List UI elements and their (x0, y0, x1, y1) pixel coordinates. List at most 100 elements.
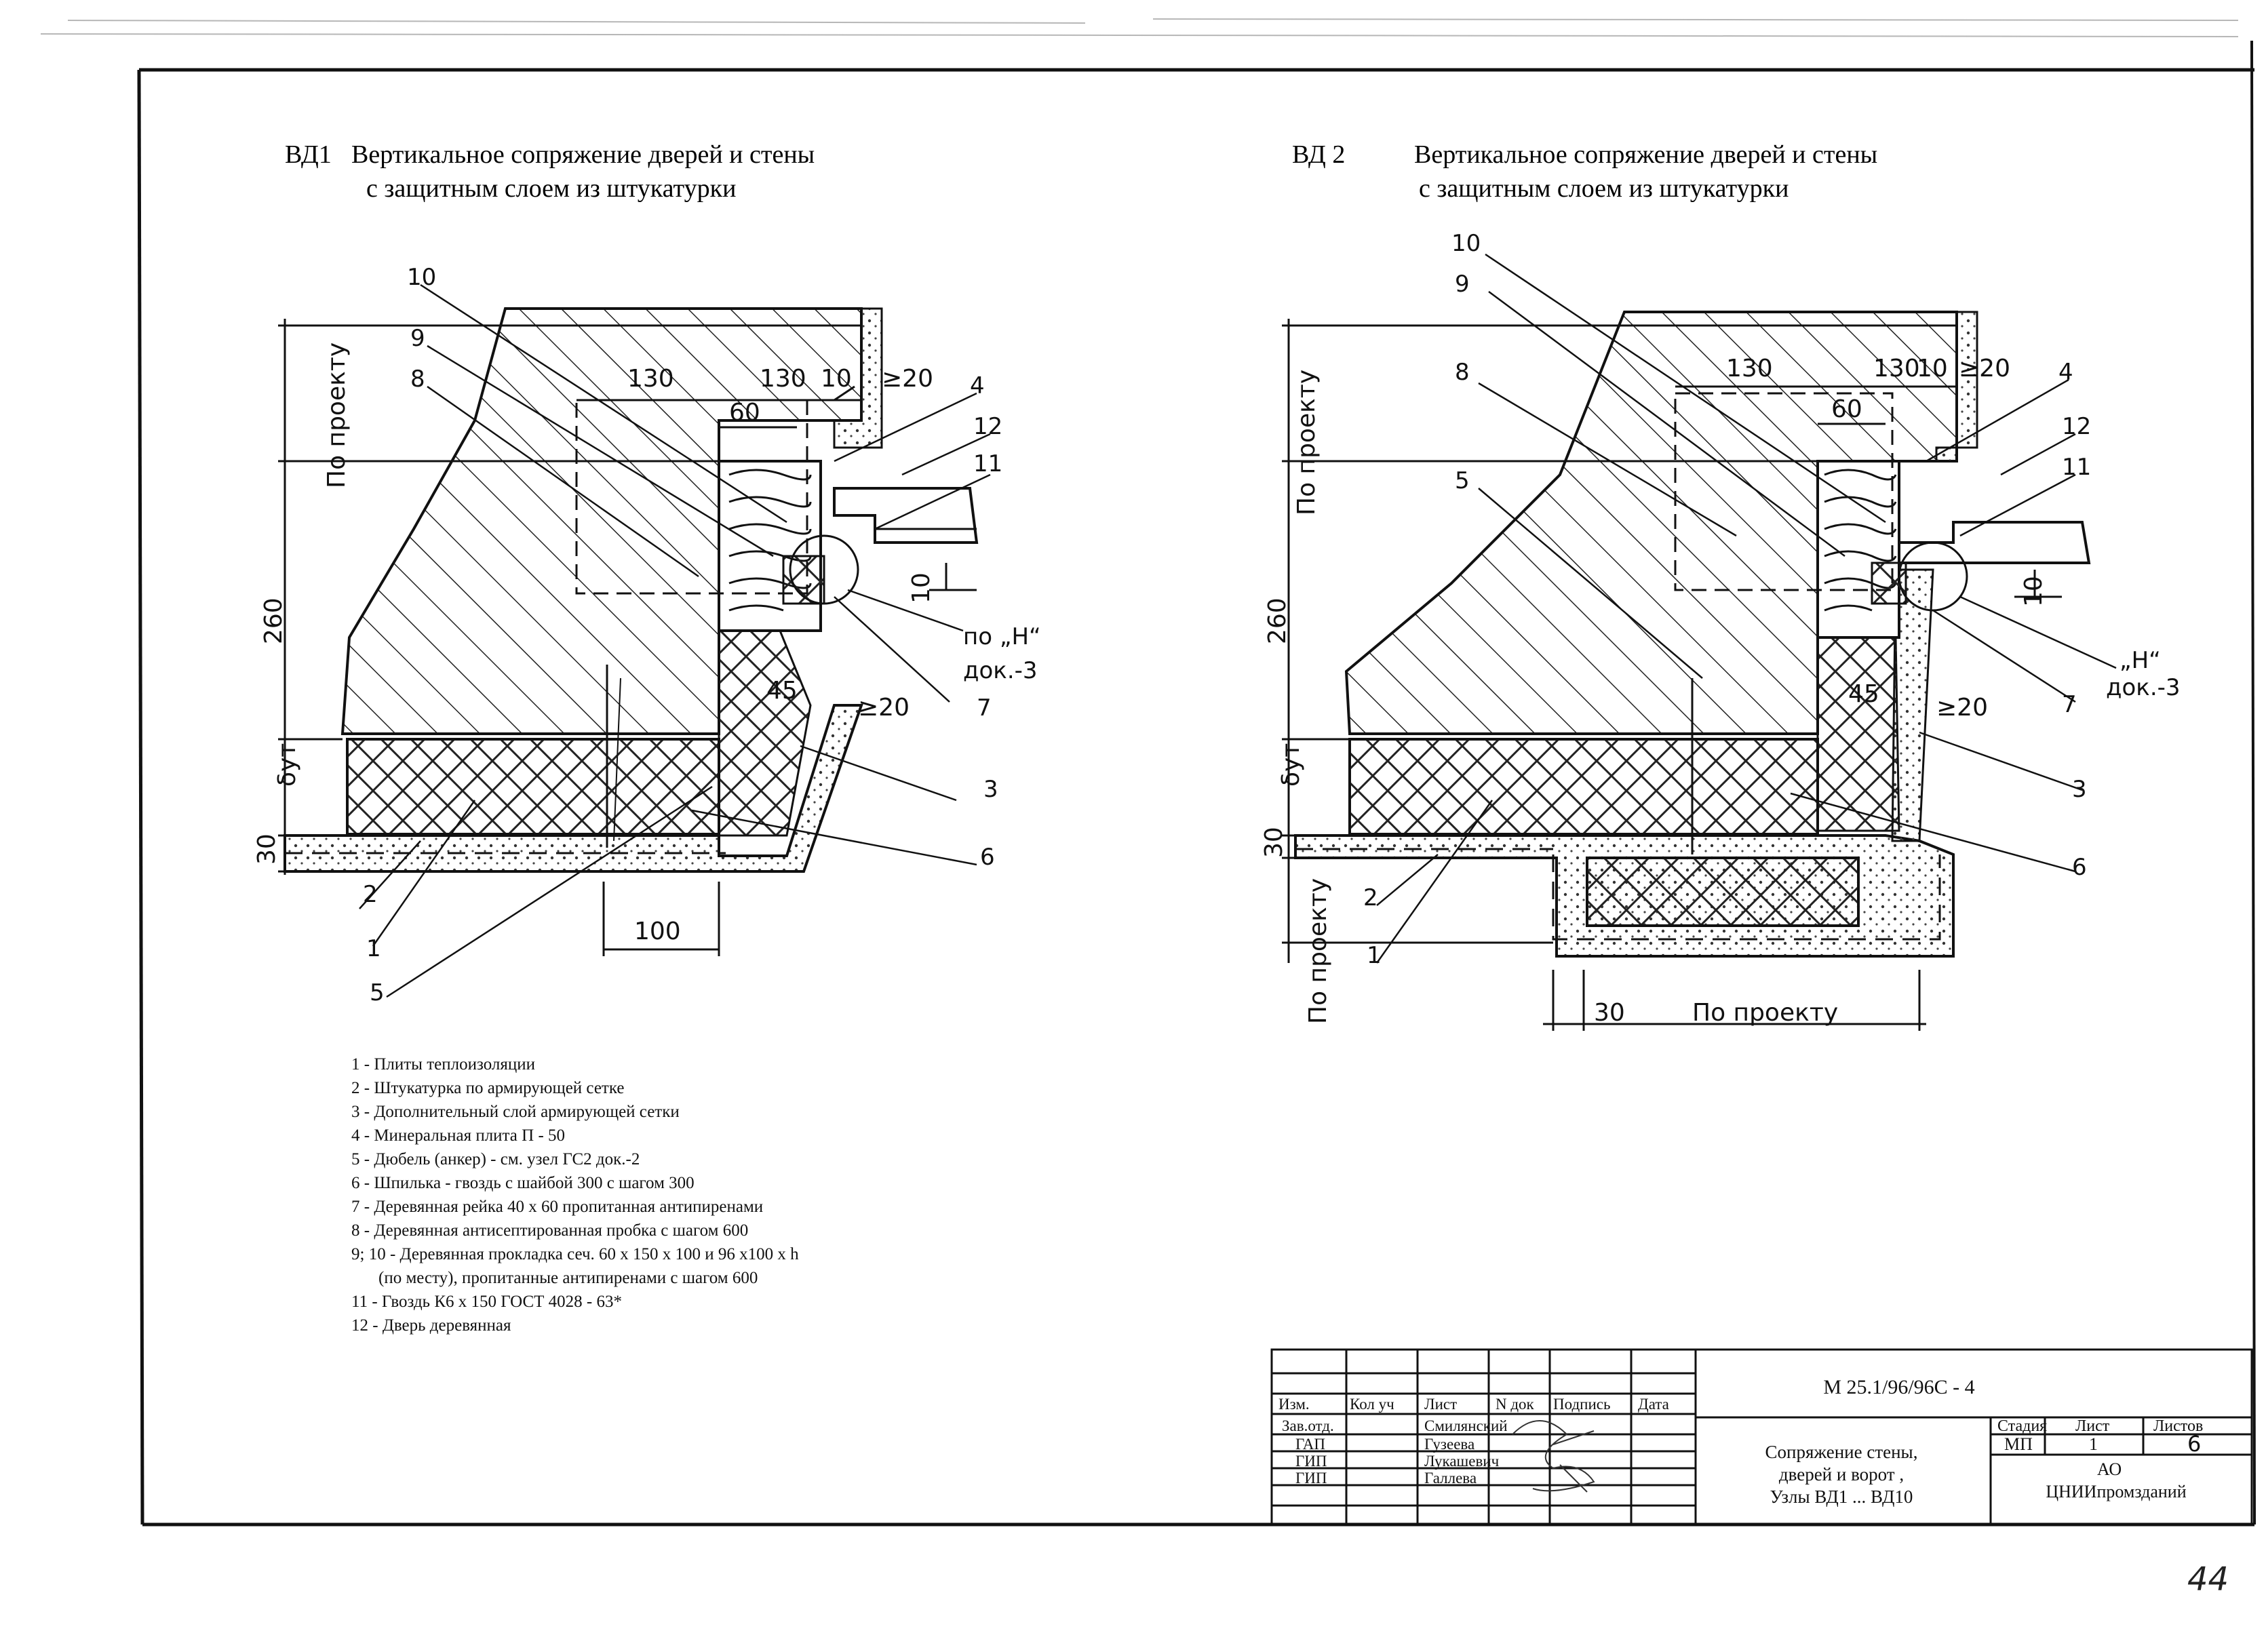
svg-text:По проекту: По проекту (1304, 878, 1332, 1024)
svg-text:ЦНИИпромзданий: ЦНИИпромзданий (2046, 1482, 2186, 1501)
legend-item: 6 - Шпилька - гвоздь с шайбой 300 с шаго… (351, 1174, 695, 1192)
vd1-wood-pad (718, 460, 822, 632)
svg-text:7: 7 (977, 694, 992, 722)
svg-text:по „Н“: по „Н“ (963, 623, 1041, 650)
svg-text:Подпись: Подпись (1553, 1396, 1610, 1413)
vd1-door-leaf (833, 487, 979, 544)
vd1-drawing (278, 283, 991, 998)
svg-text:Кол уч: Кол уч (1350, 1396, 1394, 1413)
legend-item: 12 - Дверь деревянная (351, 1316, 511, 1335)
svg-text:6: 6 (2072, 854, 2087, 881)
svg-text:45: 45 (766, 677, 798, 705)
svg-text:≥20: ≥20 (1959, 355, 2010, 382)
svg-text:30: 30 (1260, 827, 1288, 858)
svg-text:3: 3 (983, 776, 998, 803)
legend-item: 2 - Штукатурка по армирующей сетке (351, 1079, 624, 1097)
legend-item: 7 - Деревянная рейка 40 х 60 пропитанная… (351, 1198, 763, 1216)
vd1-insulation (346, 738, 720, 835)
svg-text:9: 9 (410, 325, 425, 352)
vd1-code: ВД1 (285, 140, 332, 169)
svg-text:5: 5 (370, 979, 385, 1006)
svg-text:дверей и ворот ,: дверей и ворот , (1779, 1464, 1904, 1484)
svg-text:ГИП: ГИП (1295, 1470, 1327, 1487)
svg-text:„Н“: „Н“ (2120, 647, 2161, 674)
svg-text:2: 2 (363, 881, 378, 908)
sheet-frame (137, 40, 2256, 1527)
scan-artifacts (40, 18, 2239, 37)
svg-text:10: 10 (821, 365, 852, 393)
vd1-plaster-layer (284, 704, 863, 873)
legend-item: 11 - Гвоздь К6 х 150 ГОСТ 4028 - 63* (351, 1293, 622, 1311)
svg-text:док.-3: док.-3 (963, 657, 1038, 684)
svg-text:Лист: Лист (2075, 1417, 2110, 1435)
svg-text:АО: АО (2097, 1459, 2122, 1479)
svg-text:10: 10 (407, 264, 436, 291)
vd1-node-circle (789, 534, 859, 605)
svg-text:≥20: ≥20 (1936, 694, 1988, 722)
svg-text:12: 12 (973, 413, 1002, 440)
svg-text:ГИП: ГИП (1295, 1453, 1327, 1470)
vd2-door-leaf (1898, 521, 2091, 564)
svg-text:≥20: ≥20 (882, 365, 933, 393)
svg-text:11: 11 (2062, 454, 2091, 481)
svg-text:10: 10 (1451, 230, 1481, 257)
stamp-code: М 25.1/96/96С - 4 (1823, 1376, 1974, 1398)
svg-text:Лукашевич: Лукашевич (1424, 1453, 1500, 1470)
legend-item: 8 - Деревянная антисептированная пробка … (351, 1221, 748, 1240)
vd2-callouts: 10 9 8 5 4 12 11 7 3 6 2 1 „Н“ док.-3 (1363, 230, 2181, 969)
vd2-title: ВД 2 Вертикальное сопряжение дверей и ст… (1292, 140, 1877, 203)
svg-text:Зав.отд.: Зав.отд. (1282, 1417, 1334, 1434)
svg-text:Галлева: Галлева (1424, 1470, 1477, 1487)
svg-text:Сопряжение стены,: Сопряжение стены, (1765, 1442, 1918, 1462)
svg-text:60: 60 (729, 399, 760, 427)
svg-text:100: 100 (634, 918, 681, 945)
legend-item: 9; 10 - Деревянная прокладка сеч. 60 х 1… (351, 1245, 799, 1263)
svg-text:По проекту: По проекту (323, 342, 351, 488)
vd1-dimension-labels: 130 130 10 ≥20 60 10 45 ≥20 100 260 30 δ… (253, 342, 935, 945)
svg-text:МП: МП (2004, 1434, 2033, 1454)
svg-text:1: 1 (2089, 1434, 2098, 1454)
svg-text:4: 4 (970, 372, 985, 399)
vd1-callouts: 10 9 8 4 12 11 7 3 6 2 1 5 по „Н“ док.-3 (363, 264, 1041, 1006)
svg-text:7: 7 (2062, 691, 2077, 718)
legend-item: (по месту), пропитанные антипиренами с ш… (378, 1269, 758, 1287)
svg-text:3: 3 (2072, 776, 2087, 803)
svg-text:N док: N док (1496, 1396, 1535, 1413)
legend-item: 4 - Минеральная плита П - 50 (351, 1126, 565, 1145)
svg-text:6: 6 (2187, 1431, 2201, 1457)
vd2-dimension-labels: 130 130 10 ≥20 60 10 45 ≥20 30 260 30 δу… (1260, 355, 2048, 1027)
svg-text:60: 60 (1831, 395, 1862, 423)
svg-text:10: 10 (2020, 576, 2048, 607)
svg-text:2: 2 (1363, 884, 1378, 911)
svg-text:10: 10 (1917, 355, 1948, 382)
svg-text:4: 4 (2058, 359, 2073, 386)
legend-item: 5 - Дюбель (анкер) - см. узел ГС2 док.-2 (351, 1150, 640, 1168)
svg-text:130: 130 (627, 365, 674, 393)
svg-text:Стадия: Стадия (1997, 1417, 2047, 1435)
svg-text:130: 130 (760, 365, 806, 393)
svg-text:Смилянский: Смилянский (1424, 1417, 1508, 1434)
svg-text:6: 6 (980, 844, 995, 871)
svg-text:По проекту: По проекту (1293, 370, 1321, 515)
vd2-title-line1: Вертикальное сопряжение дверей и стены (1414, 140, 1877, 169)
page-number: 44 (2187, 1560, 2229, 1598)
svg-text:1: 1 (366, 935, 381, 962)
vd2-wood-pad (1816, 460, 1900, 639)
svg-text:Гузеева: Гузеева (1424, 1436, 1474, 1453)
svg-text:1: 1 (1367, 942, 1382, 969)
svg-text:8: 8 (410, 366, 425, 393)
svg-text:5: 5 (1455, 467, 1470, 494)
svg-text:10: 10 (907, 572, 935, 604)
legend: 1 - Плиты теплоизоляции 2 - Штукатурка п… (351, 1055, 799, 1335)
vd2-title-line2: с защитным слоем из штукатурки (1419, 174, 1789, 203)
svg-text:док.-3: док.-3 (2106, 674, 2181, 701)
vd1-title: ВД1 Вертикальное сопряжение дверей и сте… (285, 140, 815, 203)
svg-text:Дата: Дата (1638, 1396, 1669, 1413)
vd2-insulation (1348, 738, 1819, 835)
vd2-drawing (1282, 253, 2117, 1031)
legend-item: 3 - Дополнительный слой армирующей сетки (351, 1103, 680, 1121)
svg-text:8: 8 (1455, 359, 1470, 386)
vd1-title-line2: с защитным слоем из штукатурки (366, 174, 736, 203)
svg-text:≥20: ≥20 (858, 694, 910, 722)
